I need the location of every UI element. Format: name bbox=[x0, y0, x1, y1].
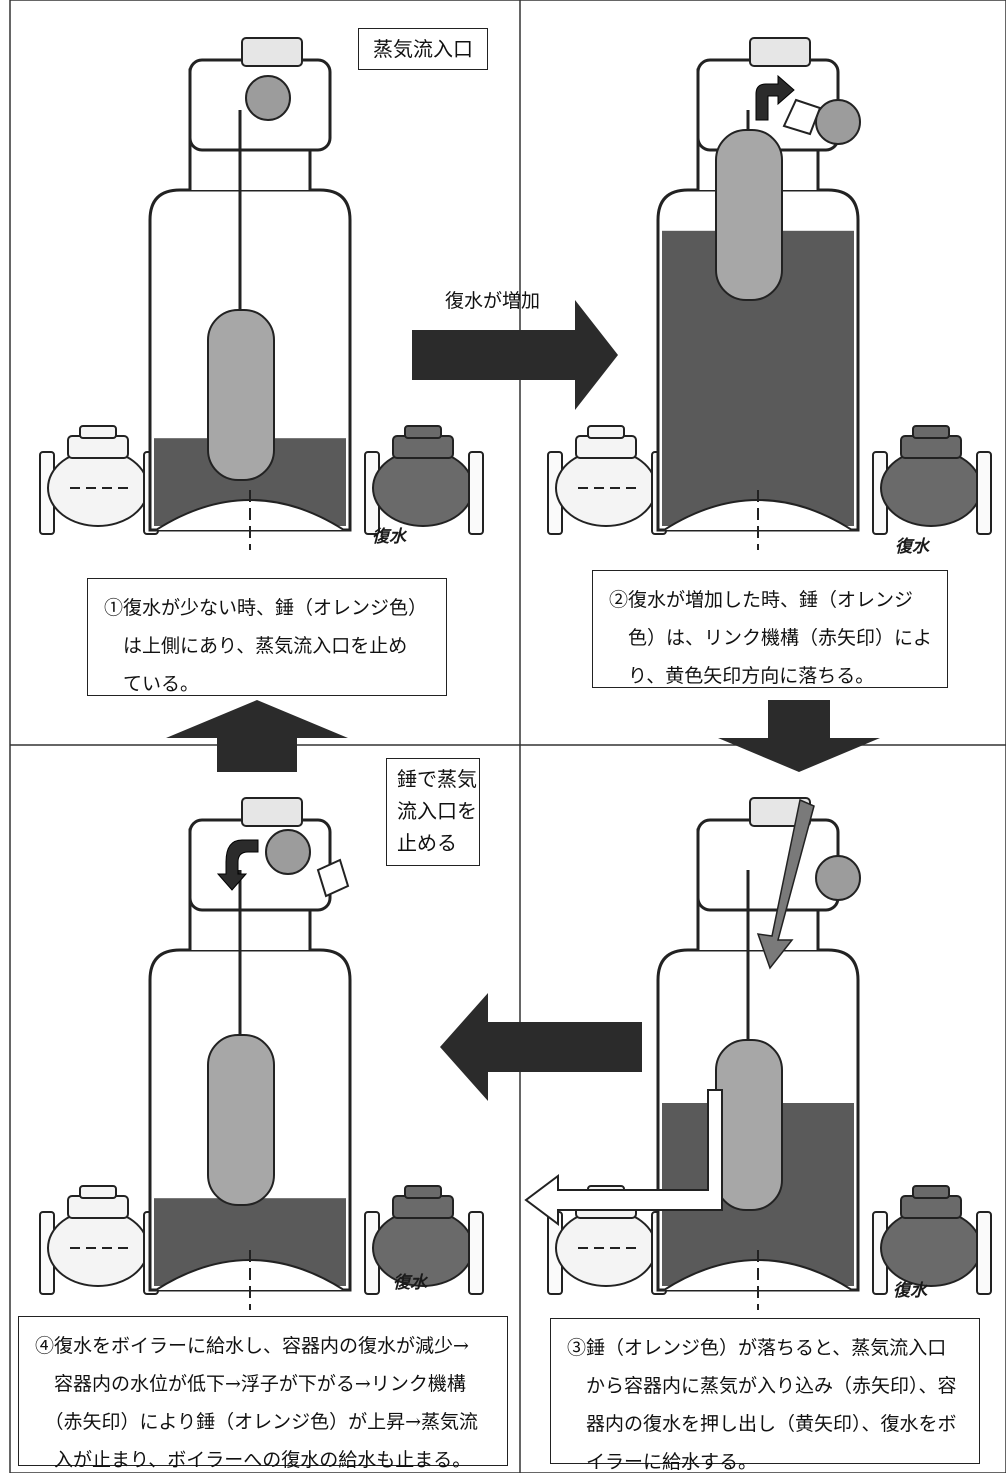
valve-bonnet bbox=[900, 1195, 962, 1219]
float bbox=[207, 309, 275, 481]
caption-step1: ①復水が少ない時、錘（オレンジ色） は上側にあり、蒸気流入口を止め ている。 bbox=[87, 578, 447, 696]
weight-ball bbox=[815, 855, 861, 901]
inlet-fitting bbox=[241, 797, 303, 827]
valve-bonnet bbox=[575, 435, 637, 459]
red-arrow-icon bbox=[216, 839, 259, 891]
arrow-icon bbox=[718, 700, 880, 772]
valve-bonnet bbox=[67, 1195, 129, 1219]
yellow-arrow-icon bbox=[782, 98, 822, 136]
flange bbox=[468, 1211, 484, 1295]
valve-cap bbox=[587, 425, 625, 439]
weight-ball bbox=[265, 829, 311, 875]
weight-ball bbox=[245, 75, 291, 121]
inlet-fitting bbox=[749, 37, 811, 67]
device-label: 復水 bbox=[893, 1281, 927, 1301]
float bbox=[715, 1039, 783, 1211]
condensate-increase-label: 復水が増加 bbox=[445, 290, 541, 312]
valve-cap bbox=[79, 1185, 117, 1199]
valve-cap bbox=[912, 1185, 950, 1199]
valve-body bbox=[880, 449, 982, 527]
arrow-icon bbox=[440, 993, 642, 1101]
steam-inlet-callout: 蒸気流入口 bbox=[358, 28, 488, 70]
float bbox=[715, 129, 783, 301]
flange bbox=[468, 451, 484, 535]
caption-step2: ②復水が増加した時、錘（オレンジ 色）は、リンク機構（赤矢印）によ り、黄色矢印… bbox=[592, 570, 948, 688]
trap-step2 bbox=[547, 37, 992, 550]
valve-body bbox=[47, 1209, 149, 1287]
weight-ball bbox=[815, 99, 861, 145]
trap-step4 bbox=[39, 797, 484, 1310]
yellow-arrow-icon bbox=[524, 1089, 723, 1226]
figure-border bbox=[9, 0, 1006, 1473]
trap-step1 bbox=[39, 37, 484, 550]
valve-body bbox=[372, 449, 474, 527]
device-label: 復水 bbox=[372, 527, 406, 547]
red-arrow-icon bbox=[756, 798, 815, 970]
trap-head bbox=[188, 818, 332, 912]
valve-cap bbox=[404, 425, 442, 439]
valve-body bbox=[47, 449, 149, 527]
red-arrow-icon bbox=[755, 74, 795, 121]
valve-bonnet bbox=[392, 1195, 454, 1219]
yellow-arrow-icon bbox=[316, 858, 350, 898]
valve-body bbox=[880, 1209, 982, 1287]
valve-cap bbox=[912, 425, 950, 439]
device-label: 復水 bbox=[895, 537, 929, 557]
valve-body bbox=[555, 1209, 657, 1287]
valve-bonnet bbox=[900, 435, 962, 459]
inlet-fitting bbox=[241, 37, 303, 67]
trap-step3 bbox=[524, 797, 992, 1310]
valve-cap bbox=[79, 425, 117, 439]
weight-stops-inlet-callout: 錘で蒸気 流入口を 止める bbox=[386, 758, 480, 866]
float bbox=[207, 1034, 275, 1206]
trap-head bbox=[696, 818, 840, 912]
valve-bonnet bbox=[67, 435, 129, 459]
valve-body bbox=[555, 449, 657, 527]
valve-cap bbox=[404, 1185, 442, 1199]
caption-step4: ④復水をボイラーに給水し、容器内の復水が減少→ 容器内の水位が低下→浮子が下がる… bbox=[18, 1316, 508, 1471]
valve-bonnet bbox=[392, 435, 454, 459]
arrow-icon bbox=[166, 700, 348, 772]
arrow-icon bbox=[412, 300, 618, 410]
caption-step3: ③錘（オレンジ色）が落ちると、蒸気流入口 から容器内に蒸気が入り込み（赤矢印）、… bbox=[550, 1318, 980, 1473]
flange bbox=[976, 451, 992, 535]
device-label: 復水 bbox=[393, 1273, 427, 1293]
flange bbox=[976, 1211, 992, 1295]
